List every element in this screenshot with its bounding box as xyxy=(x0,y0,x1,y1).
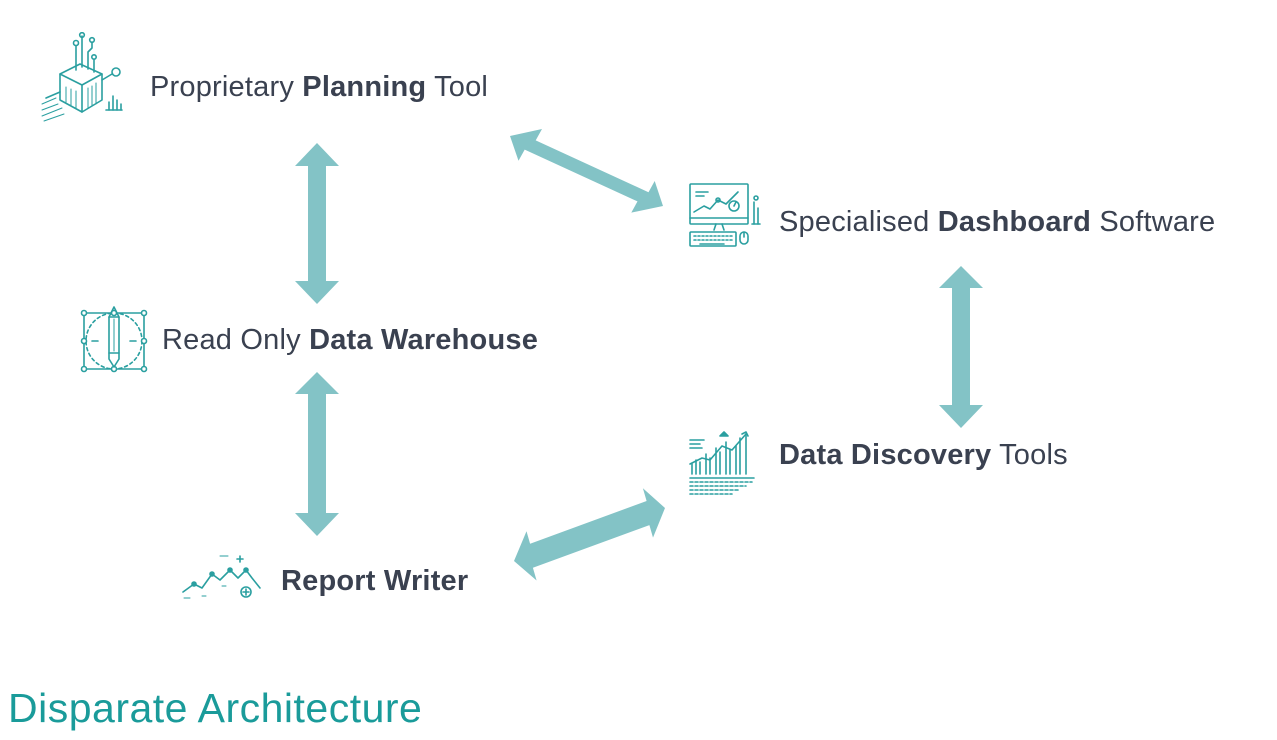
node-warehouse-bold: Data Warehouse xyxy=(309,324,539,356)
pencil-compass-icon xyxy=(80,306,148,373)
node-dashboard-pre: Specialised xyxy=(779,206,938,238)
node-discovery-post: Tools xyxy=(991,439,1068,471)
edge-warehouse-report xyxy=(295,372,339,536)
node-warehouse-pre: Read Only xyxy=(162,324,310,356)
node-discovery-label: Data Discovery Tools xyxy=(779,437,1068,473)
bar-chart-icon xyxy=(689,431,755,495)
edge-planning-warehouse xyxy=(295,143,339,304)
node-planning-post: Tool xyxy=(426,71,489,103)
node-warehouse-label: Read Only Data Warehouse xyxy=(162,322,538,358)
page-title: Disparate Architecture xyxy=(8,685,423,731)
cube-network-icon xyxy=(41,32,123,122)
edge-dashboard-discovery xyxy=(939,266,983,428)
node-report-bold: Report Writer xyxy=(281,565,469,597)
line-chart-icon xyxy=(182,555,261,599)
node-dashboard-label: Specialised Dashboard Software xyxy=(779,204,1215,240)
node-planning-bold: Planning xyxy=(302,71,427,103)
node-report-label: Report Writer xyxy=(281,563,468,599)
edge-planning-dashboard xyxy=(510,129,663,213)
node-dashboard-post: Software xyxy=(1091,206,1216,238)
node-discovery-bold: Data Discovery xyxy=(779,439,992,471)
node-planning-label: Proprietary Planning Tool xyxy=(150,69,488,105)
edge-report-discovery xyxy=(514,488,665,581)
node-dashboard-bold: Dashboard xyxy=(937,206,1092,238)
node-planning-pre: Proprietary xyxy=(150,71,303,103)
monitor-dashboard-icon xyxy=(689,183,761,247)
